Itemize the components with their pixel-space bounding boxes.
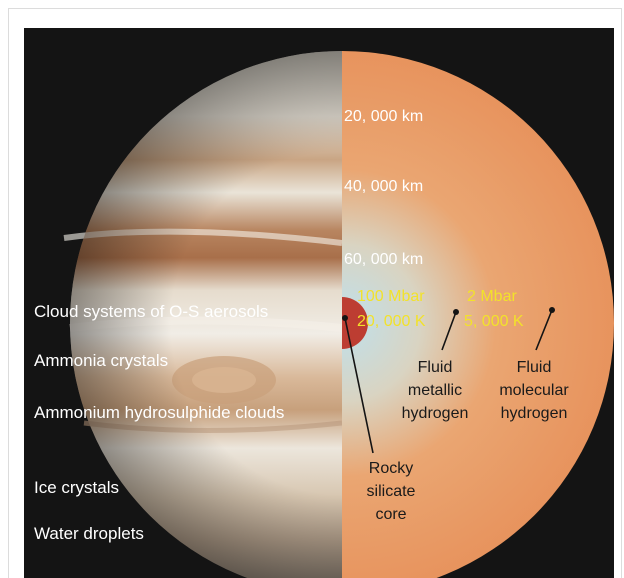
core-line-1: Rocky <box>368 460 414 477</box>
metallic-leader-line <box>441 311 457 351</box>
metallic-line-2: metallic <box>407 382 463 399</box>
jupiter-diagram: 20, 000 km 40, 000 km 60, 000 km 100 Mba… <box>24 28 614 578</box>
transition-pressure: 2 Mbar <box>467 288 517 305</box>
molecular-leader-line <box>535 309 553 351</box>
layer-label-aerosols: Cloud systems of O-S aerosols <box>34 302 269 321</box>
layer-label-water: Water droplets <box>34 524 144 543</box>
depth-label-40000: 40, 000 km <box>344 178 424 195</box>
transition-temperature: 5, 000 K <box>464 313 524 330</box>
jupiter-illustration <box>63 51 614 578</box>
molecular-line-1: Fluid <box>516 359 552 376</box>
layer-label-hydrosulphide: Ammonium hydrosulphide clouds <box>34 400 294 426</box>
rocky-core-label: Rocky silicate core <box>346 457 436 526</box>
core-temperature: 20, 000 K <box>357 313 426 330</box>
depth-label-20000: 20, 000 km <box>344 108 424 125</box>
core-leader-line <box>344 317 374 454</box>
core-line-2: silicate <box>366 483 416 500</box>
layer-label-ammonia: Ammonia crystals <box>34 351 169 370</box>
metallic-hydrogen-label: Fluid metallic hydrogen <box>385 356 485 425</box>
depth-label-60000: 60, 000 km <box>344 251 424 268</box>
molecular-line-3: hydrogen <box>500 405 568 422</box>
metallic-line-1: Fluid <box>417 359 453 376</box>
hydrosulphide-text: Ammonium hydrosulphide clouds <box>34 403 285 422</box>
core-pressure: 100 Mbar <box>357 288 425 305</box>
molecular-line-2: molecular <box>499 382 569 399</box>
layer-label-ice: Ice crystals <box>34 478 120 497</box>
molecular-hydrogen-label: Fluid molecular hydrogen <box>479 356 589 425</box>
planet-interior <box>342 51 614 578</box>
core-line-3: core <box>375 506 407 523</box>
metallic-line-3: hydrogen <box>401 405 469 422</box>
